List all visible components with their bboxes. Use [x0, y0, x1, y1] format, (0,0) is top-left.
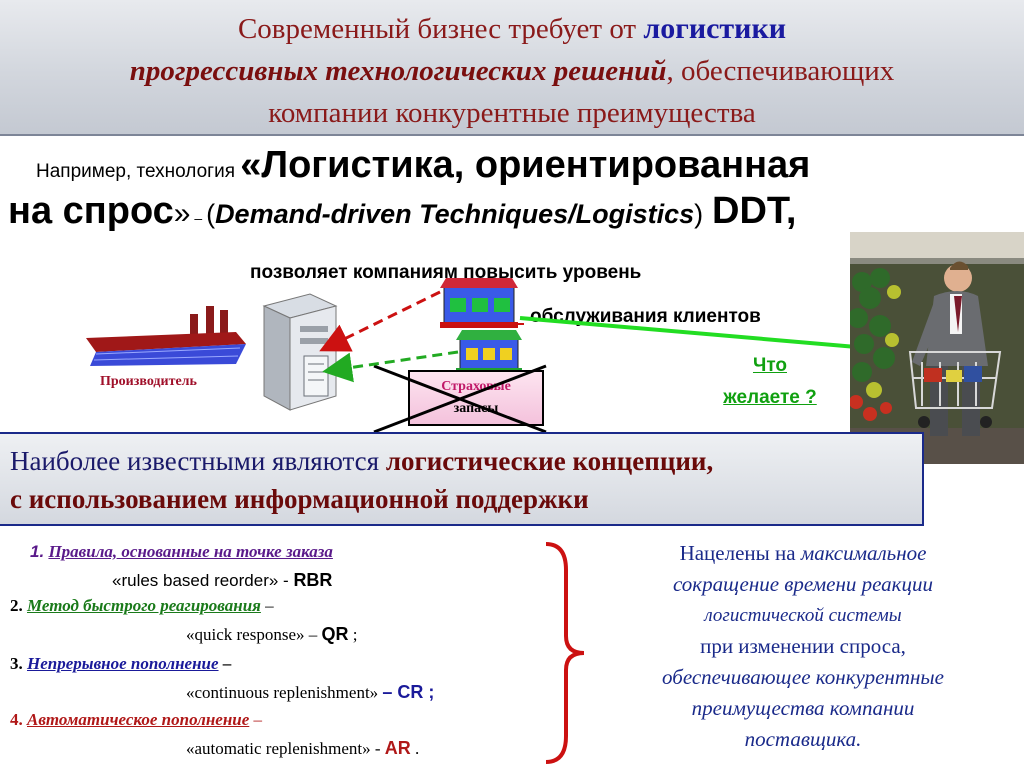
supermarket-customer-image	[850, 232, 1024, 464]
store-icon-1	[440, 278, 518, 328]
concepts-line-2: с использованием информационной поддержк…	[10, 484, 589, 514]
header-line-2: прогрессивных технологических решений, о…	[129, 55, 895, 87]
service-text: обслуживания клиентов	[530, 306, 761, 327]
store-icon-2	[456, 330, 522, 374]
factory-icon	[86, 306, 246, 366]
intro-line-2: на спрос» – (Demand-driven Techniques/Lo…	[8, 190, 797, 232]
red-dashed-arrow	[319, 290, 441, 352]
list-item-rbr: 1. Правила, основанные на точке заказа	[30, 542, 333, 561]
header-accent: логистики	[643, 12, 787, 45]
server-icon	[262, 293, 338, 411]
list-item-qr: 2. Метод быстрого реагирования –	[10, 596, 274, 615]
header-banner: Современный бизнес требует от логистики …	[0, 0, 1024, 136]
producer-label: Производитель	[100, 374, 197, 389]
cross-out-icon	[373, 364, 547, 434]
list-sub-cr: «continuous replenishment» – CR ;	[186, 682, 435, 702]
list-sub-rbr: «rules based reorder» - RBR	[112, 570, 333, 590]
list-sub-qr: «quick response» – QR ;	[186, 624, 358, 644]
allows-text: позволяет компаниям повысить уровень	[250, 262, 642, 283]
header-line-1: Современный бизнес требует от логистики	[237, 12, 787, 45]
intro-line-1: Например, технология «Логистика, ориенти…	[36, 144, 811, 186]
list-item-cr: 3. Непрерывное пополнение –	[10, 654, 232, 673]
right-brace-icon	[545, 542, 585, 764]
goal-text: Нацелены на максимальное сокращение врем…	[662, 541, 944, 751]
list-sub-ar: «automatic replenishment» - AR .	[186, 738, 420, 758]
safety-stock-box: Страховые запасы	[408, 370, 544, 426]
concepts-line-1: Наиболее известными являются логистическ…	[10, 446, 714, 476]
ddt-abbr: DDT,	[712, 190, 797, 232]
header-line-3: компании конкурентные преимущества	[268, 97, 756, 129]
what-do-you-want-text: Что желаете ?	[723, 355, 817, 408]
list-item-ar: 4. Автоматическое пополнение –	[10, 710, 263, 729]
concepts-banner: Наиболее известными являются логистическ…	[0, 432, 924, 526]
